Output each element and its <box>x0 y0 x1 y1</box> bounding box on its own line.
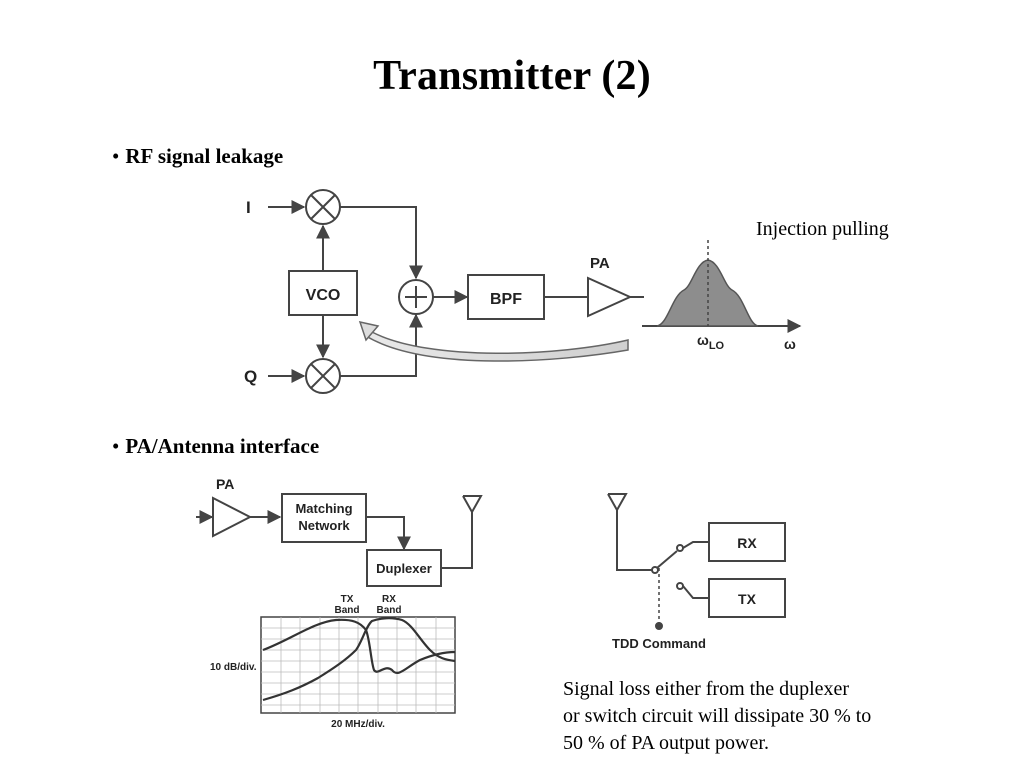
signal-loss-note: Signal loss either from the duplexer or … <box>563 676 983 757</box>
switch-blade <box>656 550 678 569</box>
i-mixer <box>305 189 341 225</box>
tdd-switch-diagram: RX TX TDD Command <box>607 493 786 651</box>
rx-path <box>682 541 709 549</box>
pa-triangle <box>587 276 633 318</box>
matching-label-line2: Network <box>298 518 350 533</box>
tx-block <box>708 578 786 618</box>
duplexer-response-plot: TX Band RX Band 10 dB/div. 20 MHz/div. <box>210 594 456 730</box>
matching-to-duplexer <box>366 516 411 551</box>
vco-label: VCO <box>306 287 341 304</box>
switch-pivot <box>651 566 659 574</box>
antenna-icon <box>462 495 483 515</box>
matching-label-line1: Matching <box>295 501 352 516</box>
omega-axis-label: ω <box>784 336 796 352</box>
injection-pulling-label: Injection pulling <box>756 218 889 240</box>
injection-arrow-head <box>358 320 380 342</box>
pa-label: PA <box>590 255 610 272</box>
tdd-command-label: TDD Command <box>612 636 706 651</box>
note-line-1: Signal loss either from the duplexer <box>563 678 850 700</box>
q-mixer <box>305 358 341 394</box>
spectrum-shape <box>656 259 759 327</box>
i-input-label: I <box>246 198 251 217</box>
rx-label: RX <box>737 535 757 551</box>
note-line-3: 50 % of PA output power. <box>563 732 769 754</box>
tx-response-curve <box>262 618 456 675</box>
tx-band-label-line2: Band <box>335 605 360 616</box>
bullet-symbol: • <box>112 434 120 458</box>
switch-rx-contact <box>676 544 684 552</box>
injection-pulling-arrow <box>364 331 629 362</box>
x-scale-label: 20 MHz/div. <box>331 719 385 730</box>
bullet-rf-leakage-text: RF signal leakage <box>125 144 284 168</box>
q-input-label: Q <box>244 367 257 386</box>
i-path-to-summer <box>340 206 423 280</box>
rf-leakage-diagram: I VCO Q BPF <box>244 189 802 394</box>
y-scale-label: 10 dB/div. <box>210 662 257 673</box>
pa2-label: PA <box>216 476 234 492</box>
q-path-to-summer <box>340 313 423 377</box>
pa2-triangle <box>212 496 253 538</box>
rx-block <box>708 522 786 562</box>
duplexer-label: Duplexer <box>376 561 432 576</box>
duplexer-to-antenna <box>441 512 473 569</box>
bullet-pa-antenna-text: PA/Antenna interface <box>125 434 320 458</box>
tdd-control-dot <box>655 622 663 630</box>
bullet-symbol: • <box>112 144 120 168</box>
rx-response-curve <box>262 617 456 702</box>
antenna-feed-line <box>616 510 652 571</box>
note-line-2: or switch circuit will dissipate 30 % to <box>563 705 872 727</box>
bullet-rf-leakage: •RF signal leakage <box>112 144 283 169</box>
slide-title: Transmitter (2) <box>373 53 651 99</box>
switch-tx-contact <box>676 582 684 590</box>
pa-antenna-diagram: PA Matching Network Duplexer <box>196 476 483 730</box>
plot-grid <box>261 617 455 713</box>
rx-band-label-line1: RX <box>382 594 396 605</box>
bullet-pa-antenna: •PA/Antenna interface <box>112 434 319 459</box>
omega-lo-label: ωLO <box>697 332 725 352</box>
rx-band-label-line2: Band <box>377 605 402 616</box>
antenna-icon <box>607 493 628 513</box>
tx-path <box>682 585 709 599</box>
bpf-label: BPF <box>490 291 522 308</box>
tx-band-label-line1: TX <box>341 594 354 605</box>
summer <box>398 279 434 315</box>
tx-label: TX <box>738 591 757 607</box>
spectrum-plot: ωLO ω <box>642 240 802 352</box>
